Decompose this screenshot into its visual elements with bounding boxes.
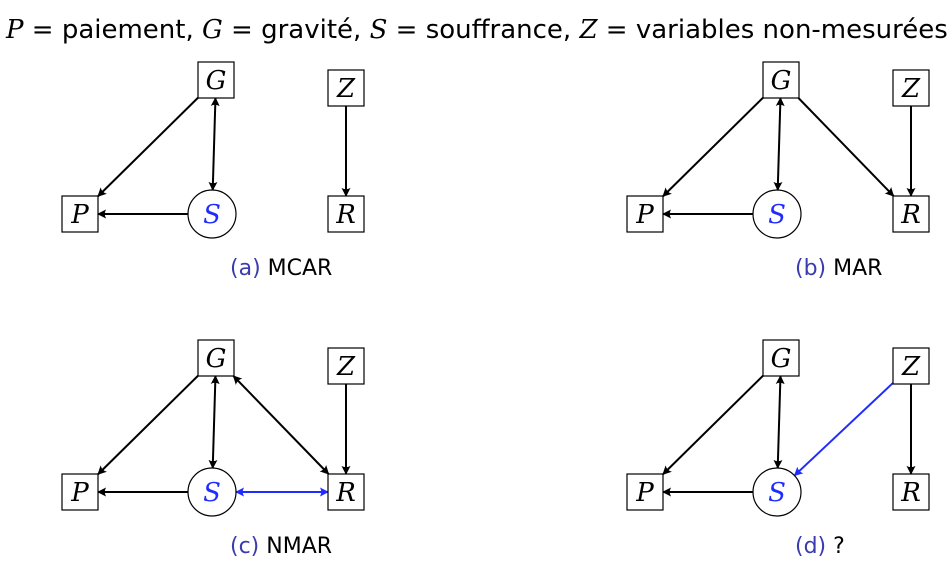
caption-text: MAR [833, 256, 882, 281]
node-r-label: R [900, 200, 921, 230]
edge-g-r-double [232, 375, 330, 475]
node-g-box [762, 61, 800, 99]
caption-tag: (b) [795, 256, 826, 281]
legend-line: P = paiement, G = gravité, S = souffranc… [5, 15, 947, 45]
node-r-box [327, 195, 365, 233]
node-p-box [626, 195, 664, 233]
node-r-label: R [335, 200, 356, 230]
caption-tag: (d) [795, 534, 826, 559]
node-s-circle [752, 189, 802, 239]
node-z-box [327, 347, 365, 385]
caption-a: (a) MCAR [230, 256, 332, 281]
edge-g-p-single [97, 97, 199, 197]
edge-g-s-double [208, 97, 220, 191]
node-g-box [197, 339, 235, 377]
node-z-label: Z [336, 74, 356, 104]
edge-g-r-single [797, 97, 895, 197]
caption-text: NMAR [266, 534, 332, 559]
node-s-circle [187, 467, 237, 517]
legend-text: = variables non-mesurées [598, 15, 947, 45]
node-z-box [327, 69, 365, 107]
caption-tag: (a) [230, 256, 261, 281]
node-z-label: Z [901, 352, 921, 382]
node-p-box [61, 473, 99, 511]
legend-variable: P [5, 15, 24, 45]
panel-a: G Z P S R (a) MCAR [61, 61, 365, 281]
caption-d: (d) ? [795, 534, 845, 559]
node-s-label: S [203, 478, 221, 508]
legend-text: = souffrance, [387, 15, 579, 45]
node-g-label: G [771, 66, 792, 96]
node-r-box [892, 473, 930, 511]
panel-b: G Z P S R (b) MAR [626, 61, 930, 281]
edge-g-s-double [773, 375, 785, 469]
legend-text: = gravité, [223, 15, 370, 45]
legend-variable: G [202, 15, 223, 45]
node-r-label: R [900, 478, 921, 508]
legend-variable: Z [578, 15, 598, 45]
edge-z-s-single [793, 382, 894, 477]
node-z-box [892, 347, 930, 385]
node-g-box [197, 61, 235, 99]
node-p-box [626, 473, 664, 511]
node-r-label: R [335, 478, 356, 508]
node-g-label: G [206, 344, 227, 374]
edge-g-p-single [97, 375, 199, 475]
caption-space [826, 534, 833, 559]
node-s-label: S [768, 478, 786, 508]
caption-space [259, 534, 266, 559]
node-p-box [61, 195, 99, 233]
node-p-label: P [635, 200, 654, 230]
edge-g-p-single [662, 375, 764, 475]
node-r-box [892, 195, 930, 233]
node-p-label: P [635, 478, 654, 508]
caption-space [826, 256, 833, 281]
panel-d: G Z P S R (d) ? [626, 339, 930, 559]
node-g-label: G [206, 66, 227, 96]
caption-b: (b) MAR [795, 256, 882, 281]
legend-variable: S [370, 15, 388, 45]
caption-c: (c) NMAR [230, 534, 332, 559]
node-z-label: Z [336, 352, 356, 382]
node-p-label: P [70, 478, 89, 508]
node-s-label: S [768, 200, 786, 230]
edge-g-s-double [773, 97, 785, 191]
caption-text: ? [833, 534, 845, 559]
legend-text: = paiement, [24, 15, 203, 45]
node-g-label: G [771, 344, 792, 374]
caption-tag: (c) [230, 534, 259, 559]
edge-g-s-double [208, 375, 220, 469]
node-s-label: S [203, 200, 221, 230]
node-s-circle [752, 467, 802, 517]
node-g-box [762, 339, 800, 377]
node-r-box [327, 473, 365, 511]
caption-text: MCAR [268, 256, 333, 281]
node-z-label: Z [901, 74, 921, 104]
node-p-label: P [70, 200, 89, 230]
caption-space [261, 256, 268, 281]
edge-g-p-single [662, 97, 764, 197]
node-z-box [892, 69, 930, 107]
panel-c: G Z P S R (c) NMAR [61, 339, 365, 559]
node-s-circle [187, 189, 237, 239]
panels: G Z P S R (a) MCAR G Z P S R (b) MAR G Z P S R (c) NMAR G Z… [61, 61, 930, 559]
